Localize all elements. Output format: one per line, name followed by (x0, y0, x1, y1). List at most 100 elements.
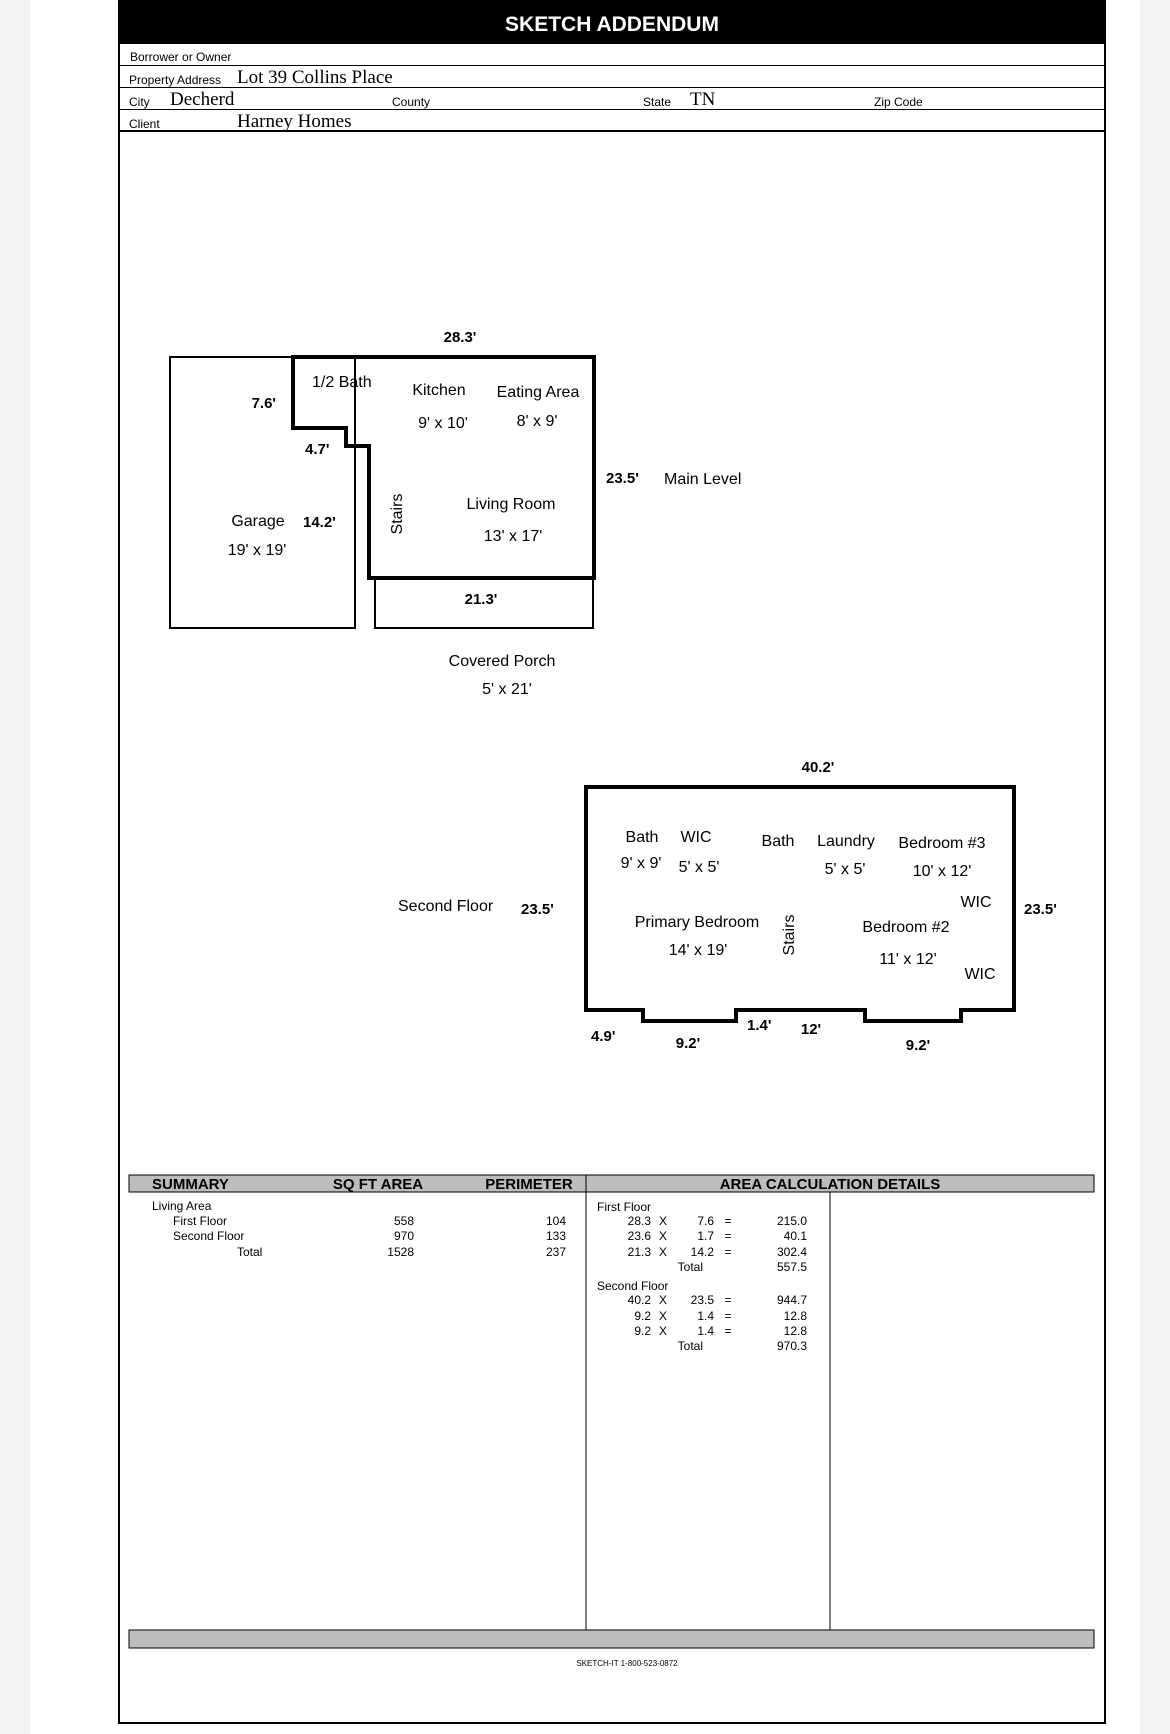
dim-sf-b2: 9.2' (676, 1035, 700, 1052)
summary-group: Living Area (152, 1199, 212, 1213)
calc-eq: = (724, 1324, 731, 1338)
room-primary-bedroom-size: 14' x 19' (669, 942, 728, 959)
area-header: SQ FT AREA (333, 1176, 423, 1193)
summary-row-perimeter: 133 (546, 1229, 566, 1243)
calc-op: X (659, 1214, 667, 1228)
room-kitchen: Kitchen (412, 382, 465, 399)
property-row: Property Address Lot 39 Collins Place (120, 66, 1104, 88)
summary-header: SUMMARY (152, 1176, 229, 1193)
client-label: Client (129, 117, 160, 131)
room-bedroom-3: Bedroom #3 (898, 835, 985, 852)
room-half-bath: 1/2 Bath (312, 374, 372, 391)
calc-a: 9.2 (634, 1309, 651, 1323)
state-label: State (643, 95, 672, 109)
sketch-canvas: 28.3' 7.6' 4.7' 14.2' 23.5' 21.3' Main L… (128, 329, 1095, 1668)
room-covered-porch: Covered Porch (449, 653, 556, 670)
summary-footer-bar (128, 1629, 1095, 1649)
second-floor-plan: 40.2' 23.5' 23.5' 4.9' 9.2' 1.4' 12' 9.2… (398, 759, 1057, 1054)
calc-op: X (659, 1229, 667, 1243)
room-wic: WIC (680, 829, 711, 846)
room-stairs-2: Stairs (781, 915, 798, 956)
calc-b: 7.6 (697, 1214, 714, 1228)
dim-left-top: 7.6' (252, 395, 276, 412)
room-wic-2: WIC (960, 894, 991, 911)
summary-row-perimeter: 104 (546, 1214, 566, 1228)
zip-label: Zip Code (874, 95, 923, 109)
calc-b: 1.4 (697, 1324, 714, 1338)
second-floor-label: Second Floor (398, 898, 494, 915)
room-laundry: Laundry (817, 833, 875, 850)
room-bath: Bath (626, 829, 659, 846)
main-level-outline (291, 355, 596, 580)
room-covered-porch-size: 5' x 21' (482, 681, 532, 698)
calc-result: 944.7 (777, 1293, 807, 1307)
dim-right: 23.5' (606, 470, 639, 487)
calc-result: 40.1 (784, 1229, 808, 1243)
dim-step: 4.7' (305, 441, 329, 458)
page: SKETCH ADDENDUM Borrower or Owner Proper… (30, 0, 1140, 1734)
dim-sf-b3: 1.4' (747, 1017, 771, 1034)
room-wic-size: 5' x 5' (679, 859, 720, 876)
calc-total-label: Total (678, 1339, 703, 1353)
calc-a: 40.2 (628, 1293, 652, 1307)
room-primary-bedroom: Primary Bedroom (635, 914, 759, 931)
calc-op: X (659, 1245, 667, 1259)
summary-row-label: Second Floor (173, 1229, 244, 1243)
calc-eq: = (724, 1229, 731, 1243)
calc-second-floor-title: Second Floor (597, 1279, 668, 1293)
calc-a: 21.3 (628, 1245, 652, 1259)
dim-sf-b5: 9.2' (906, 1037, 930, 1054)
summary-row-label: First Floor (173, 1214, 227, 1228)
room-stairs: Stairs (389, 494, 406, 535)
dim-sf-top: 40.2' (802, 759, 835, 776)
details-header: AREA CALCULATION DETAILS (720, 1176, 941, 1193)
dim-bottom: 21.3' (465, 591, 498, 608)
borrower-label: Borrower or Owner (130, 50, 232, 64)
calc-op: X (659, 1293, 667, 1307)
calc-op: X (659, 1309, 667, 1323)
dim-sf-b1: 4.9' (591, 1028, 615, 1045)
county-label: County (392, 95, 431, 109)
calc-eq: = (724, 1309, 731, 1323)
room-garage-size: 19' x 19' (228, 542, 287, 559)
calc-total: 557.5 (777, 1260, 807, 1274)
client-value: Harney Homes (237, 111, 352, 132)
second-floor-outline (584, 785, 1016, 1023)
city-row: City Decherd County State TN Zip Code (120, 88, 1104, 110)
calc-total: 970.3 (777, 1339, 807, 1353)
room-living-room: Living Room (467, 496, 556, 513)
summary-header-bar (128, 1174, 1095, 1193)
room-eating-area-size: 8' x 9' (517, 413, 558, 430)
calc-b: 23.5 (691, 1293, 715, 1307)
footer-text: SKETCH-IT 1-800-523-0872 (576, 1659, 678, 1668)
room-wic-3: WIC (964, 966, 995, 983)
summary-total-perimeter: 237 (546, 1245, 566, 1259)
room-living-room-size: 13' x 17' (484, 528, 543, 545)
calc-op: X (659, 1324, 667, 1338)
room-garage: Garage (231, 513, 284, 530)
room-bedroom-3-size: 10' x 12' (913, 863, 972, 880)
summary-table: SUMMARY SQ FT AREA PERIMETER AREA CALCUL… (128, 1174, 1095, 1668)
garage-outline (169, 356, 356, 629)
room-bedroom-2: Bedroom #2 (862, 919, 949, 936)
calc-a: 28.3 (628, 1214, 652, 1228)
room-kitchen-size: 9' x 10' (418, 415, 468, 432)
calc-eq: = (724, 1293, 731, 1307)
client-row: Client Harney Homes (120, 110, 1104, 132)
calc-a: 9.2 (634, 1324, 651, 1338)
calc-b: 1.4 (697, 1309, 714, 1323)
calc-total-label: Total (678, 1260, 703, 1274)
main-level-plan: 28.3' 7.6' 4.7' 14.2' 23.5' 21.3' Main L… (169, 329, 741, 698)
dim-top: 28.3' (444, 329, 477, 346)
state-value: TN (690, 89, 716, 110)
room-bath-2: Bath (762, 833, 795, 850)
dim-left-mid: 14.2' (303, 514, 336, 531)
room-eating-area: Eating Area (497, 384, 580, 401)
city-label: City (129, 95, 150, 109)
main-level-label: Main Level (664, 471, 741, 488)
calc-eq: = (724, 1214, 731, 1228)
city-value: Decherd (170, 89, 235, 110)
dim-sf-left: 23.5' (521, 901, 554, 918)
dim-sf-b4: 12' (801, 1021, 821, 1038)
property-value: Lot 39 Collins Place (237, 67, 393, 88)
